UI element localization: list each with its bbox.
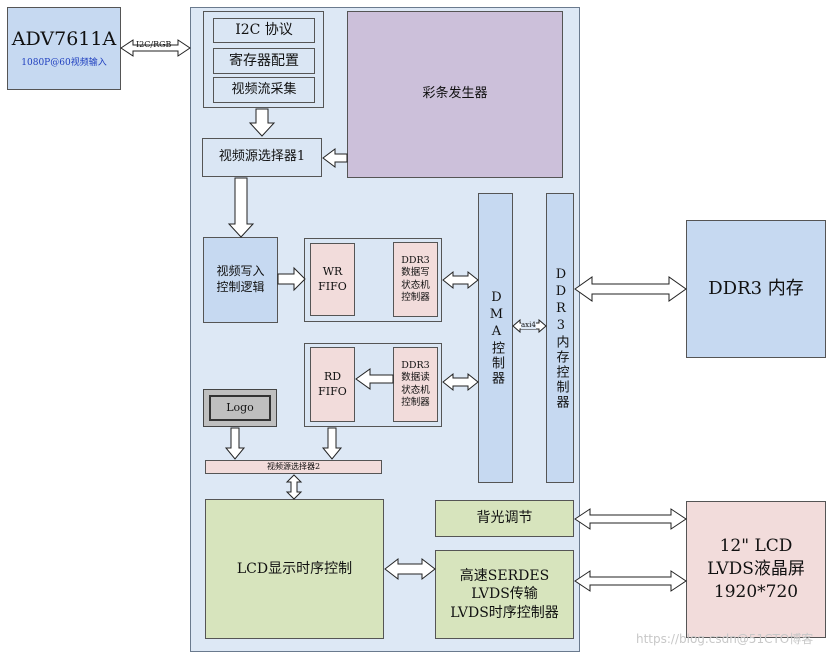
label-i2c-rgb: I2C/RGB — [136, 40, 172, 49]
adv7611a-title: ADV7611A — [11, 28, 117, 51]
arrow-logo-selector2 — [224, 427, 246, 460]
adv7611a-block: ADV7611A 1080P@60视频输入 — [7, 7, 121, 90]
video-source-selector-2: 视频源选择器2 — [205, 460, 382, 474]
serdes-lvds-block: 高速SERDES LVDS传输 LVDS时序控制器 — [435, 550, 574, 639]
ddr3-memory-controller-label: DDR3内存控制器 — [553, 266, 569, 410]
lcd-panel: 12" LCD LVDS液晶屏 1920*720 — [686, 501, 826, 638]
serdes-line3: LVDS时序控制器 — [450, 604, 559, 621]
arrow-selector1-write — [227, 177, 255, 238]
arrow-write-wrfifo — [277, 266, 306, 292]
arrow-write-dma — [442, 270, 479, 290]
lcd-timing-control: LCD显示时序控制 — [205, 499, 384, 639]
video-capture-block: 视频流采集 — [213, 77, 315, 103]
logo-block: Logo — [209, 395, 271, 421]
rd-fifo-label: RD FIFO — [318, 370, 347, 398]
arrow-serdes-panel — [574, 570, 687, 592]
ddr3-memory: DDR3 内存 — [686, 220, 826, 358]
ddr3-read-fsm-label: DDR3 数据读 状态机 控制器 — [401, 359, 430, 408]
arrow-selector2-lcd — [285, 474, 303, 500]
serdes-line2: LVDS传输 — [471, 586, 538, 603]
ddr3-write-fsm: DDR3 数据写 状态机 控制器 — [393, 242, 438, 317]
serdes-line1: 高速SERDES — [459, 568, 550, 585]
adv7611a-subtitle: 1080P@60视频输入 — [21, 58, 107, 68]
lcd-panel-line3: 1920*720 — [713, 581, 799, 602]
lcd-panel-line1: 12" LCD — [719, 536, 793, 557]
video-write-control-text: 视频写入控制逻辑 — [216, 264, 265, 294]
arrow-ddr3ctrl-memory — [574, 276, 687, 302]
watermark-text: https://blog.csdn@51CTO博客 — [636, 632, 814, 646]
ddr3-memory-controller: DDR3内存控制器 — [546, 193, 574, 483]
arrow-rdfifo-selector2 — [321, 427, 343, 460]
arrow-capture-selector1 — [248, 108, 276, 137]
ddr3-read-fsm: DDR3 数据读 状态机 控制器 — [393, 347, 438, 422]
dma-controller-label: DMA控制器 — [488, 290, 504, 386]
arrow-backlight-panel — [574, 508, 687, 530]
lcd-panel-line2: LVDS液晶屏 — [707, 559, 805, 580]
video-write-control-logic: 视频写入控制逻辑 — [203, 237, 278, 323]
ddr3-write-fsm-label: DDR3 数据写 状态机 控制器 — [401, 254, 430, 303]
wr-fifo-label: WR FIFO — [318, 265, 347, 293]
dma-controller: DMA控制器 — [478, 193, 513, 483]
color-bar-generator: 彩条发生器 — [347, 11, 563, 178]
video-source-selector-1: 视频源选择器1 — [202, 138, 322, 177]
wr-fifo: WR FIFO — [310, 243, 355, 316]
arrow-read-dma — [442, 372, 479, 392]
backlight-adjust: 背光调节 — [435, 500, 574, 537]
arrow-adv-i2c — [120, 39, 191, 57]
i2c-protocol-block: I2C 协议 — [213, 18, 315, 43]
arrow-readfsm-rdfifo — [355, 368, 394, 390]
rd-fifo: RD FIFO — [310, 347, 355, 422]
arrow-colorbar-selector1 — [322, 148, 348, 168]
label-axi4: axi4 — [521, 321, 536, 329]
arrow-lcd-serdes — [384, 557, 436, 581]
register-config-block: 寄存器配置 — [213, 48, 315, 74]
